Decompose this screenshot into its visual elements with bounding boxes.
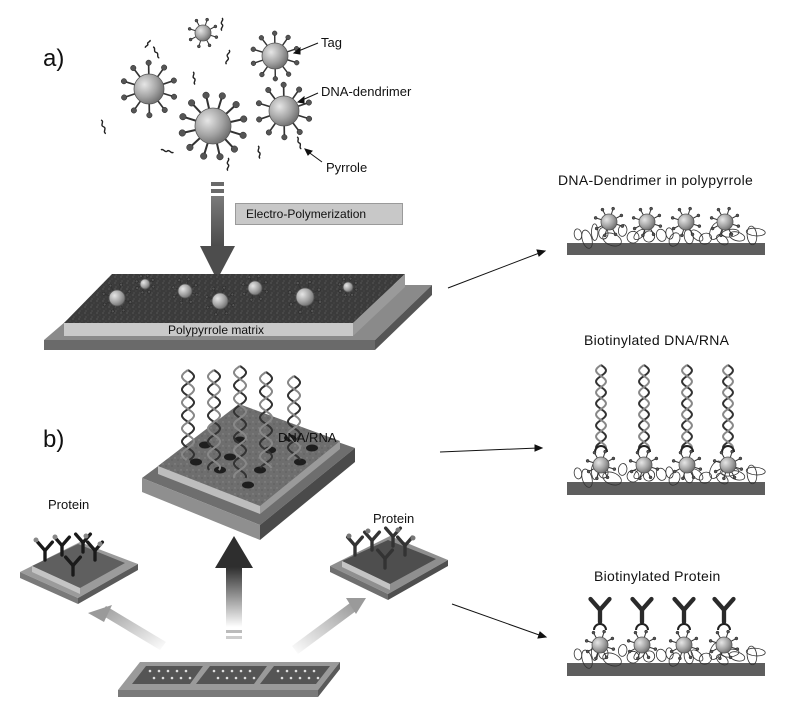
protein-left-label: Protein xyxy=(48,497,89,512)
chip-pit xyxy=(224,454,236,461)
dendrimer-cluster xyxy=(121,18,312,160)
pyrrole-squiggle xyxy=(192,72,196,85)
up-arrow xyxy=(215,536,253,639)
pyrrole-label: Pyrrole xyxy=(326,160,367,175)
part-b-label: b) xyxy=(43,426,64,454)
protein-chip-left xyxy=(20,542,138,604)
biotin-protein-panel-title: Biotinylated Protein xyxy=(594,568,721,584)
right-diag-arrow xyxy=(292,598,366,654)
pyrrole-squiggle xyxy=(152,47,160,59)
dendrimer-5 xyxy=(179,92,247,160)
pyrrole-squiggle xyxy=(257,146,261,159)
biotin-dna-panel-title: Biotinylated DNA/RNA xyxy=(584,332,729,348)
substrate-2 xyxy=(567,482,765,495)
polypyrrole-matrix-label: Polypyrrole matrix xyxy=(168,323,264,337)
bottom-chip-array xyxy=(118,662,340,697)
panel3-dendrimer-1 xyxy=(585,630,615,660)
tag-label: Tag xyxy=(321,35,342,50)
pyrrole-squiggle xyxy=(296,137,302,149)
panel3-antibody-2 xyxy=(633,599,652,622)
electro-polymerization-label: Electro-Polymerization xyxy=(235,203,403,225)
panel3-dendrimer-2 xyxy=(627,630,657,660)
dna-rna-label: DNA/RNA xyxy=(278,430,337,445)
panel1-dendrimer-4 xyxy=(710,207,740,237)
panel2-helix-1 xyxy=(596,365,606,448)
connector-arrows xyxy=(440,250,546,638)
chip-pit xyxy=(306,445,318,452)
panel2-helix-2 xyxy=(639,365,649,448)
panel3-antibody-3 xyxy=(675,599,694,622)
panel3-antibody-4 xyxy=(715,599,734,622)
panel2-dendrimer-4 xyxy=(713,450,743,480)
panel2-helix-4 xyxy=(723,365,733,448)
protein-right-label: Protein xyxy=(373,511,414,526)
polypyrrole-slab xyxy=(44,274,432,350)
dna-dendrimer-label: DNA-dendrimer xyxy=(321,84,411,99)
substrate-3 xyxy=(567,663,765,676)
chip-pit xyxy=(190,459,202,466)
left-diag-arrow xyxy=(88,605,166,650)
pyrrole-squiggle xyxy=(226,50,230,65)
panel2-dendrimer-1 xyxy=(586,450,616,480)
chip-pit xyxy=(242,482,254,489)
dendrimer-3 xyxy=(121,60,177,118)
dendrimer-4 xyxy=(256,82,312,140)
pyrrole-squiggle xyxy=(145,40,151,48)
part-a-label: a) xyxy=(43,45,64,73)
substrate-1 xyxy=(567,243,765,255)
panel2-helix-3 xyxy=(682,365,692,448)
pyrrole-squiggle xyxy=(227,158,229,171)
dendrimer-1 xyxy=(188,18,218,48)
panel2-dendrimer-3 xyxy=(672,450,702,480)
biotin-dna-panel xyxy=(567,365,765,495)
biotin-protein-panel xyxy=(567,599,765,676)
protein-chip-right xyxy=(330,536,448,600)
dendrimer-polypyrrole-panel xyxy=(567,207,765,255)
dendrimer-2 xyxy=(251,31,299,81)
pyrrole-squiggle xyxy=(161,149,174,153)
pyrrole-squiggle xyxy=(221,18,223,31)
dendrimer-panel-title: DNA-Dendrimer in polypyrrole xyxy=(558,172,753,188)
pyrrole-squiggle xyxy=(100,120,107,134)
down-arrow xyxy=(200,182,235,280)
dna-chip xyxy=(142,404,355,540)
panel3-antibody-1 xyxy=(591,599,610,622)
